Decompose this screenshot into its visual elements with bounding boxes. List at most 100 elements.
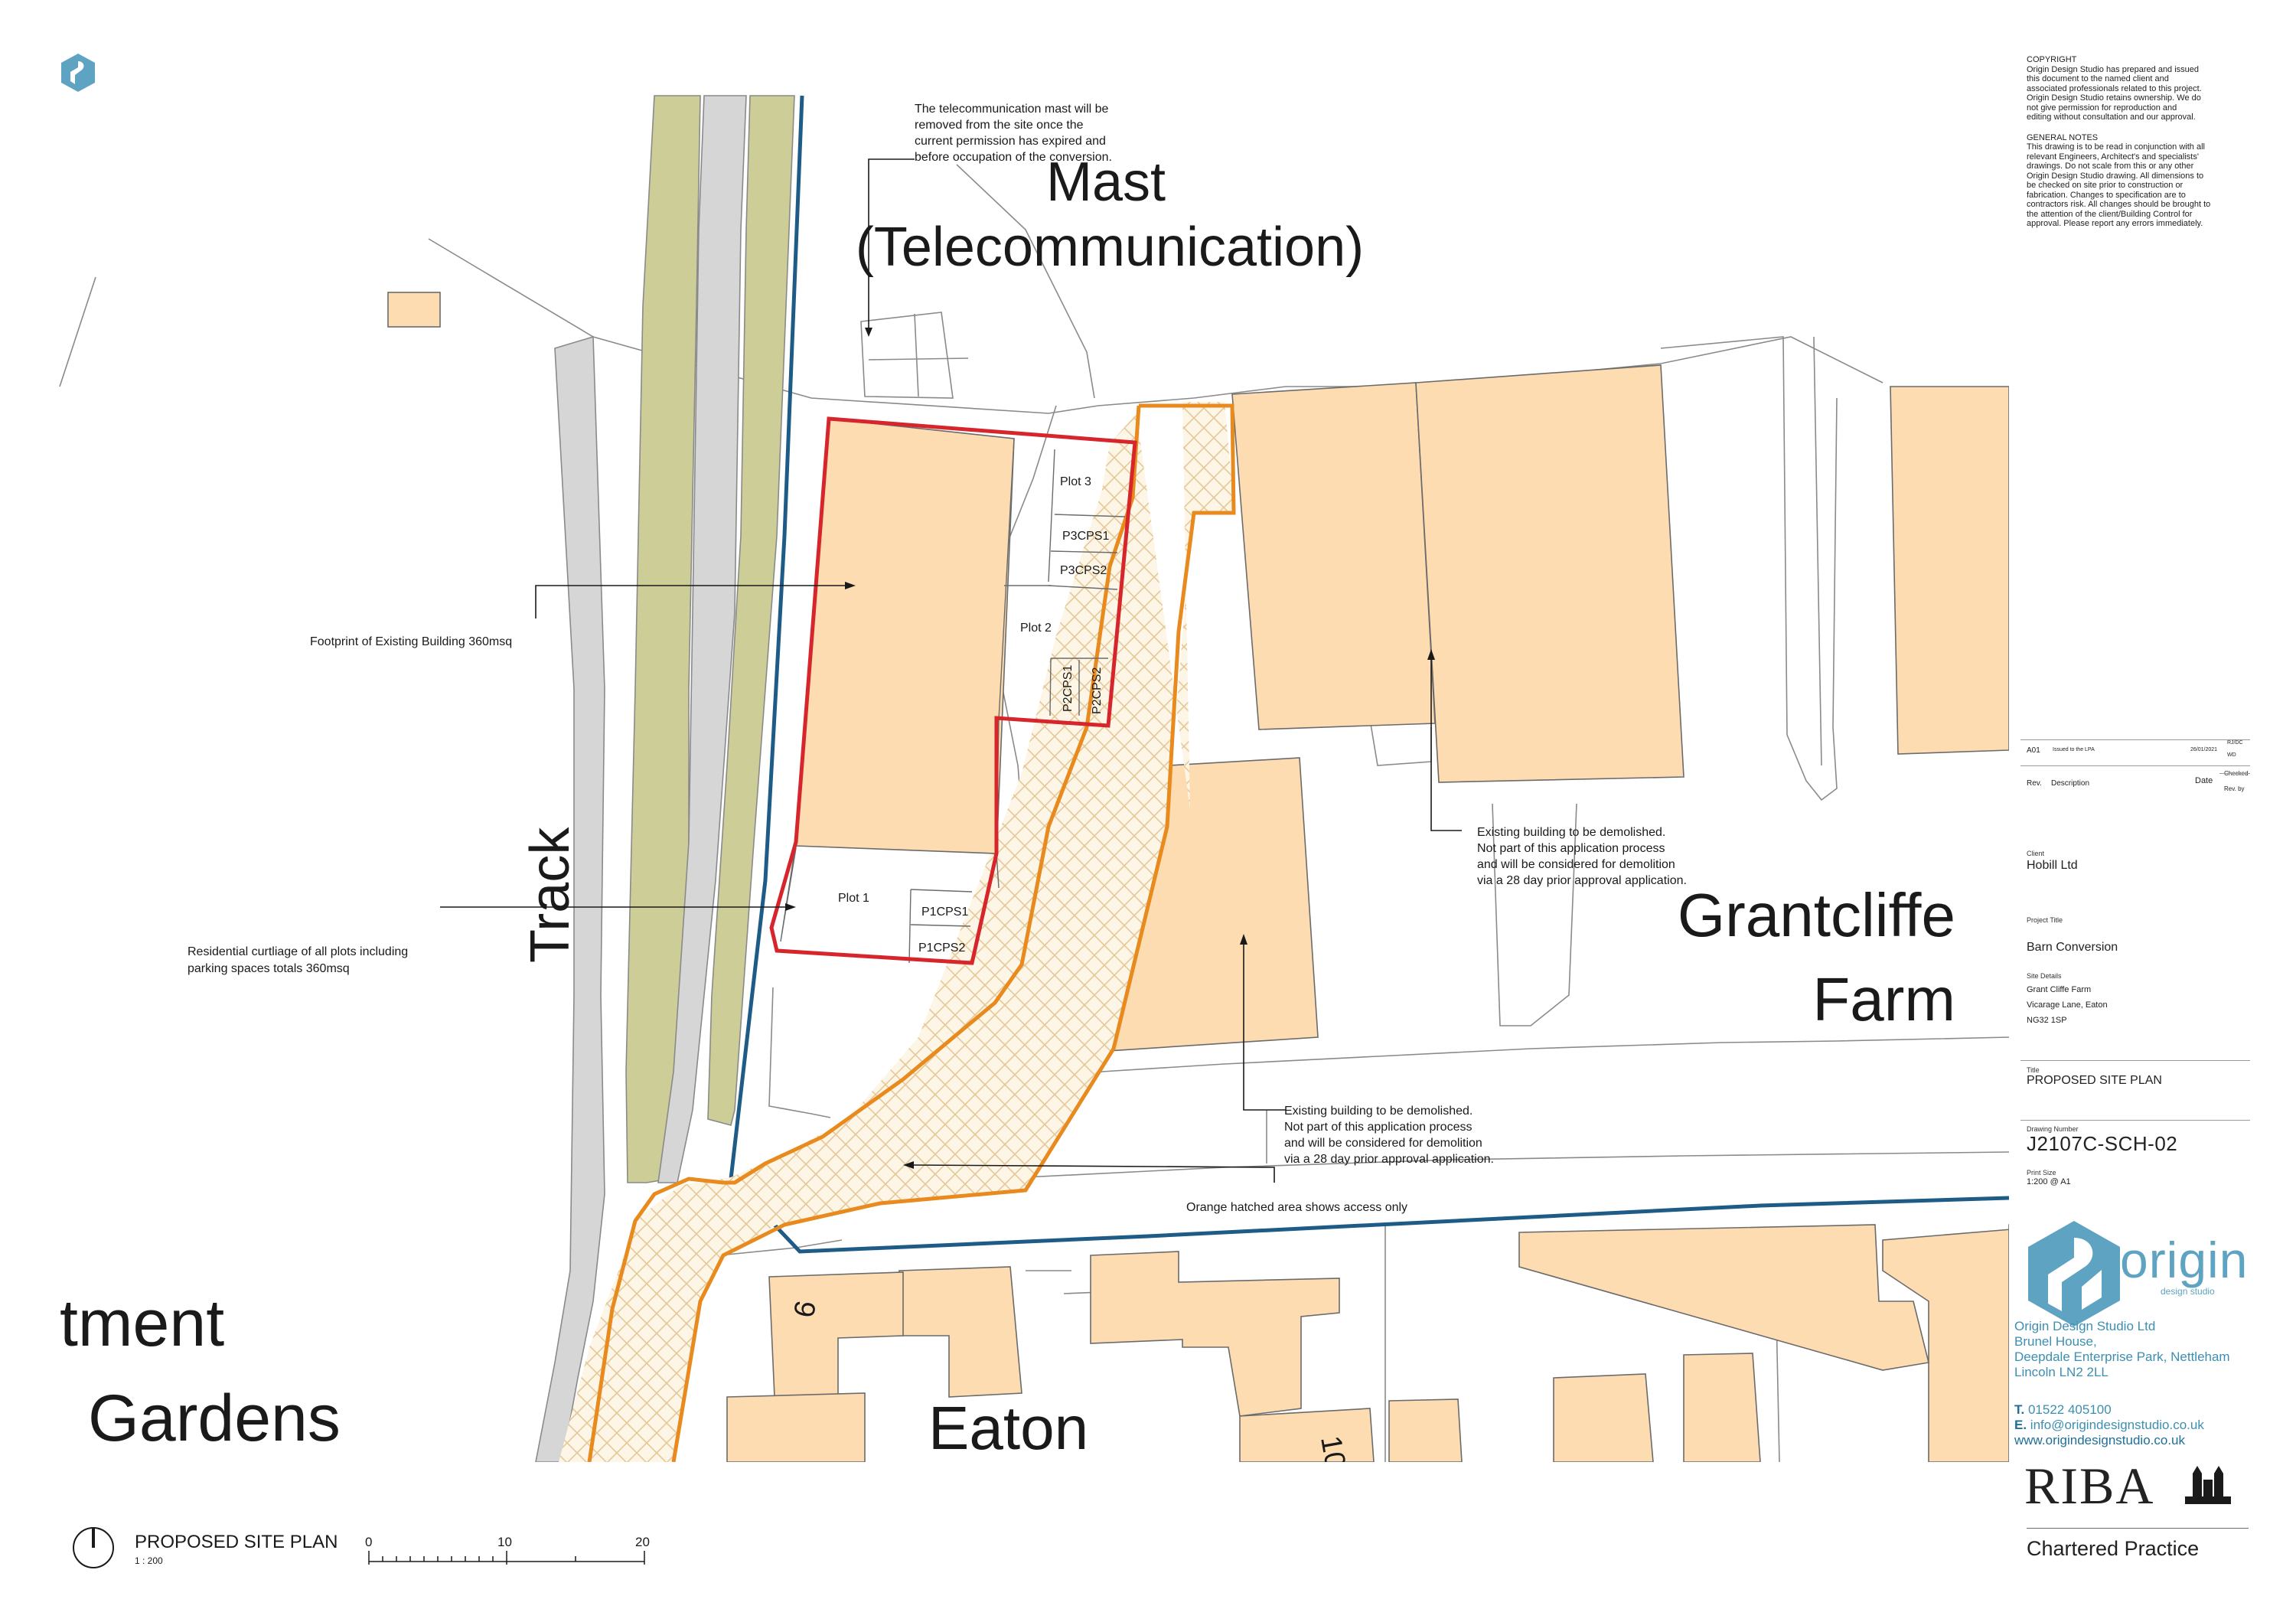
access-note: Orange hatched area shows access only [1186,1201,1407,1214]
mast-note-line-1: The telecommunication mast will be [915,103,1109,116]
copyright-line: this document to the named client and [2027,74,2169,83]
building-north-2 [1415,364,1684,783]
phone-number[interactable]: 01522 405100 [2027,1402,2112,1417]
leader-arrowheads [785,328,1435,1169]
telecommunication-label: (Telecommunication) [856,217,1364,278]
email-link[interactable]: info@origindesignstudio.co.uk [2030,1418,2204,1432]
general-notes-heading: GENERAL NOTES [2027,132,2099,142]
map-area: The telecommunication mast will be remov… [59,95,2009,1471]
site-line: NG32 1SP [2027,1016,2067,1025]
plot-1-label: Plot 1 [838,892,869,905]
p2cps1-label: P2CPS1 [1062,665,1075,712]
building-north-1 [1231,382,1436,730]
ownership-boundary [729,95,2009,1254]
demolish-note-1-line-2: Not part of this application process [1477,842,1665,855]
p3cps1-label: P3CPS1 [1062,530,1109,543]
p1cps1-label: P1CPS1 [921,906,968,919]
site-line: Vicarage Lane, Eaton [2027,1000,2108,1010]
demolish-note-1-line-4: via a 28 day prior approval application. [1477,874,1687,887]
rev-date: 26/01/2021 [2190,747,2218,752]
drawing-number-label: Drawing Number [2027,1125,2079,1133]
rev-rule-top [2020,739,2250,740]
curtilage-note-line-1: Residential curtliage of all plots inclu… [188,945,408,958]
copyright-section: COPYRIGHT Origin Design Studio has prepa… [2027,55,2249,229]
general-notes-line: the attention of the client/Building Con… [2027,209,2193,219]
p3cps2-label: P3CPS2 [1060,564,1107,577]
farm-label: Farm [1812,965,1955,1033]
project-label: Project Title [2027,916,2063,924]
access-route-line-west [587,405,1141,1462]
corner-logo-icon [61,54,95,92]
access-route-line-link [733,1161,767,1185]
general-notes-line: approval. Please report any errors immed… [2027,219,2203,228]
mast-enclosure [860,312,969,399]
rev-by-header: Rev. by [2224,785,2245,792]
plot-3-label: Plot 3 [1060,475,1091,488]
rev-code: A01 [2027,746,2040,755]
demolish-note-2-line-2: Not part of this application process [1284,1121,1472,1134]
riba-rule [2027,1528,2249,1529]
company-contacts: T. 01522 405100 E. info@origindesignstud… [2014,1402,2267,1448]
grantcliffe-label: Grantcliffe [1678,881,1955,949]
site-line: Grant Cliffe Farm [2027,985,2092,994]
plan-scale: 1 : 200 [135,1555,163,1566]
project-value: Barn Conversion [2027,941,2118,954]
rev-rule-mid [2020,765,2250,766]
date-header: Date [2195,776,2213,785]
description-header: Description [2051,779,2090,788]
allotment-label: tment [60,1287,224,1360]
footprint-note: Footprint of Existing Building 360msq [310,635,512,648]
general-notes-line: fabrication. Changes to specification ar… [2027,190,2186,200]
riba-crest-icon [2185,1466,2231,1504]
website-link[interactable]: www.origindesignstudio.co.uk [2014,1433,2186,1447]
copyright-line: associated professionals related to this… [2027,83,2202,93]
title-label: Title [2027,1066,2040,1074]
drawing-number: J2107C-SCH-02 [2027,1132,2178,1155]
general-notes-line: relevant Engineers, Architect's and spec… [2027,152,2199,162]
demolish-note-2-line-3: and will be considered for demolition [1284,1137,1482,1150]
site-details: Grant Cliffe Farm Vicarage Lane, Eaton N… [2027,982,2108,1028]
general-notes-line: be checked on site prior to construction… [2027,181,2183,190]
demolish-note-1-line-1: Existing building to be demolished. [1477,826,1665,839]
rev-description: Issued to the LPA [2053,747,2095,752]
gardens-label: Gardens [88,1382,341,1455]
building-east-edge [1890,386,2009,755]
existing-barn-footprint [795,418,1015,854]
origin-logo-icon [2028,1221,2120,1327]
client-label: Client [2027,850,2045,857]
plan-title: PROPOSED SITE PLAN [135,1532,338,1552]
scale-tick-20: 20 [635,1535,650,1549]
rev-by: WD [2227,752,2236,758]
site-label: Site Details [2027,972,2062,980]
leader-lines [440,158,1462,1183]
general-notes-line: drawings. Do not scale from this or any … [2027,162,2194,171]
rev-checked: RJ/DC [2227,740,2243,746]
copyright-line: editing without consultation and our app… [2027,113,2196,122]
copyright-heading: COPYRIGHT [2027,55,2077,64]
mast-note-line-3: current permission has expired and [915,135,1106,148]
mast-note-line-2: removed from the site once the [915,119,1084,132]
curtilage-note-line-2: parking spaces totals 360msq [188,962,350,975]
demolish-note-2-line-1: Existing building to be demolished. [1284,1105,1473,1118]
address-line: Brunel House, [2014,1334,2097,1349]
general-notes-line: This drawing is to be read in conjunctio… [2027,142,2205,152]
p2cps2-label: P2CPS2 [1091,667,1104,714]
chartered-practice: Chartered Practice [2027,1537,2200,1560]
copyright-line: Origin Design Studio has prepared and is… [2027,64,2200,74]
house-number-10: 10 [1314,1434,1352,1471]
scale-tick-10: 10 [497,1535,512,1549]
demolish-note-1-line-3: and will be considered for demolition [1477,858,1675,871]
site-boundary-red [769,416,1137,965]
eaton-label: Eaton [928,1394,1088,1462]
client-value: Hobill Ltd [2027,859,2078,872]
mast-note-line-4: before occupation of the conversion. [915,151,1112,164]
plan-title-block: PROPOSED SITE PLAN 1 : 200 0 10 20 [73,1527,650,1568]
p1cps2-label: P1CPS2 [918,942,965,955]
logo-wordmark: origin [2120,1232,2249,1288]
riba-wordmark: RIBA [2024,1457,2155,1515]
access-route-line [671,403,1236,1462]
title-value: PROPOSED SITE PLAN [2027,1074,2162,1087]
company-address: Origin Design Studio Ltd Brunel House, D… [2014,1319,2267,1380]
checked-rule [2219,773,2250,774]
print-size: 1:200 @ A1 [2027,1177,2071,1186]
